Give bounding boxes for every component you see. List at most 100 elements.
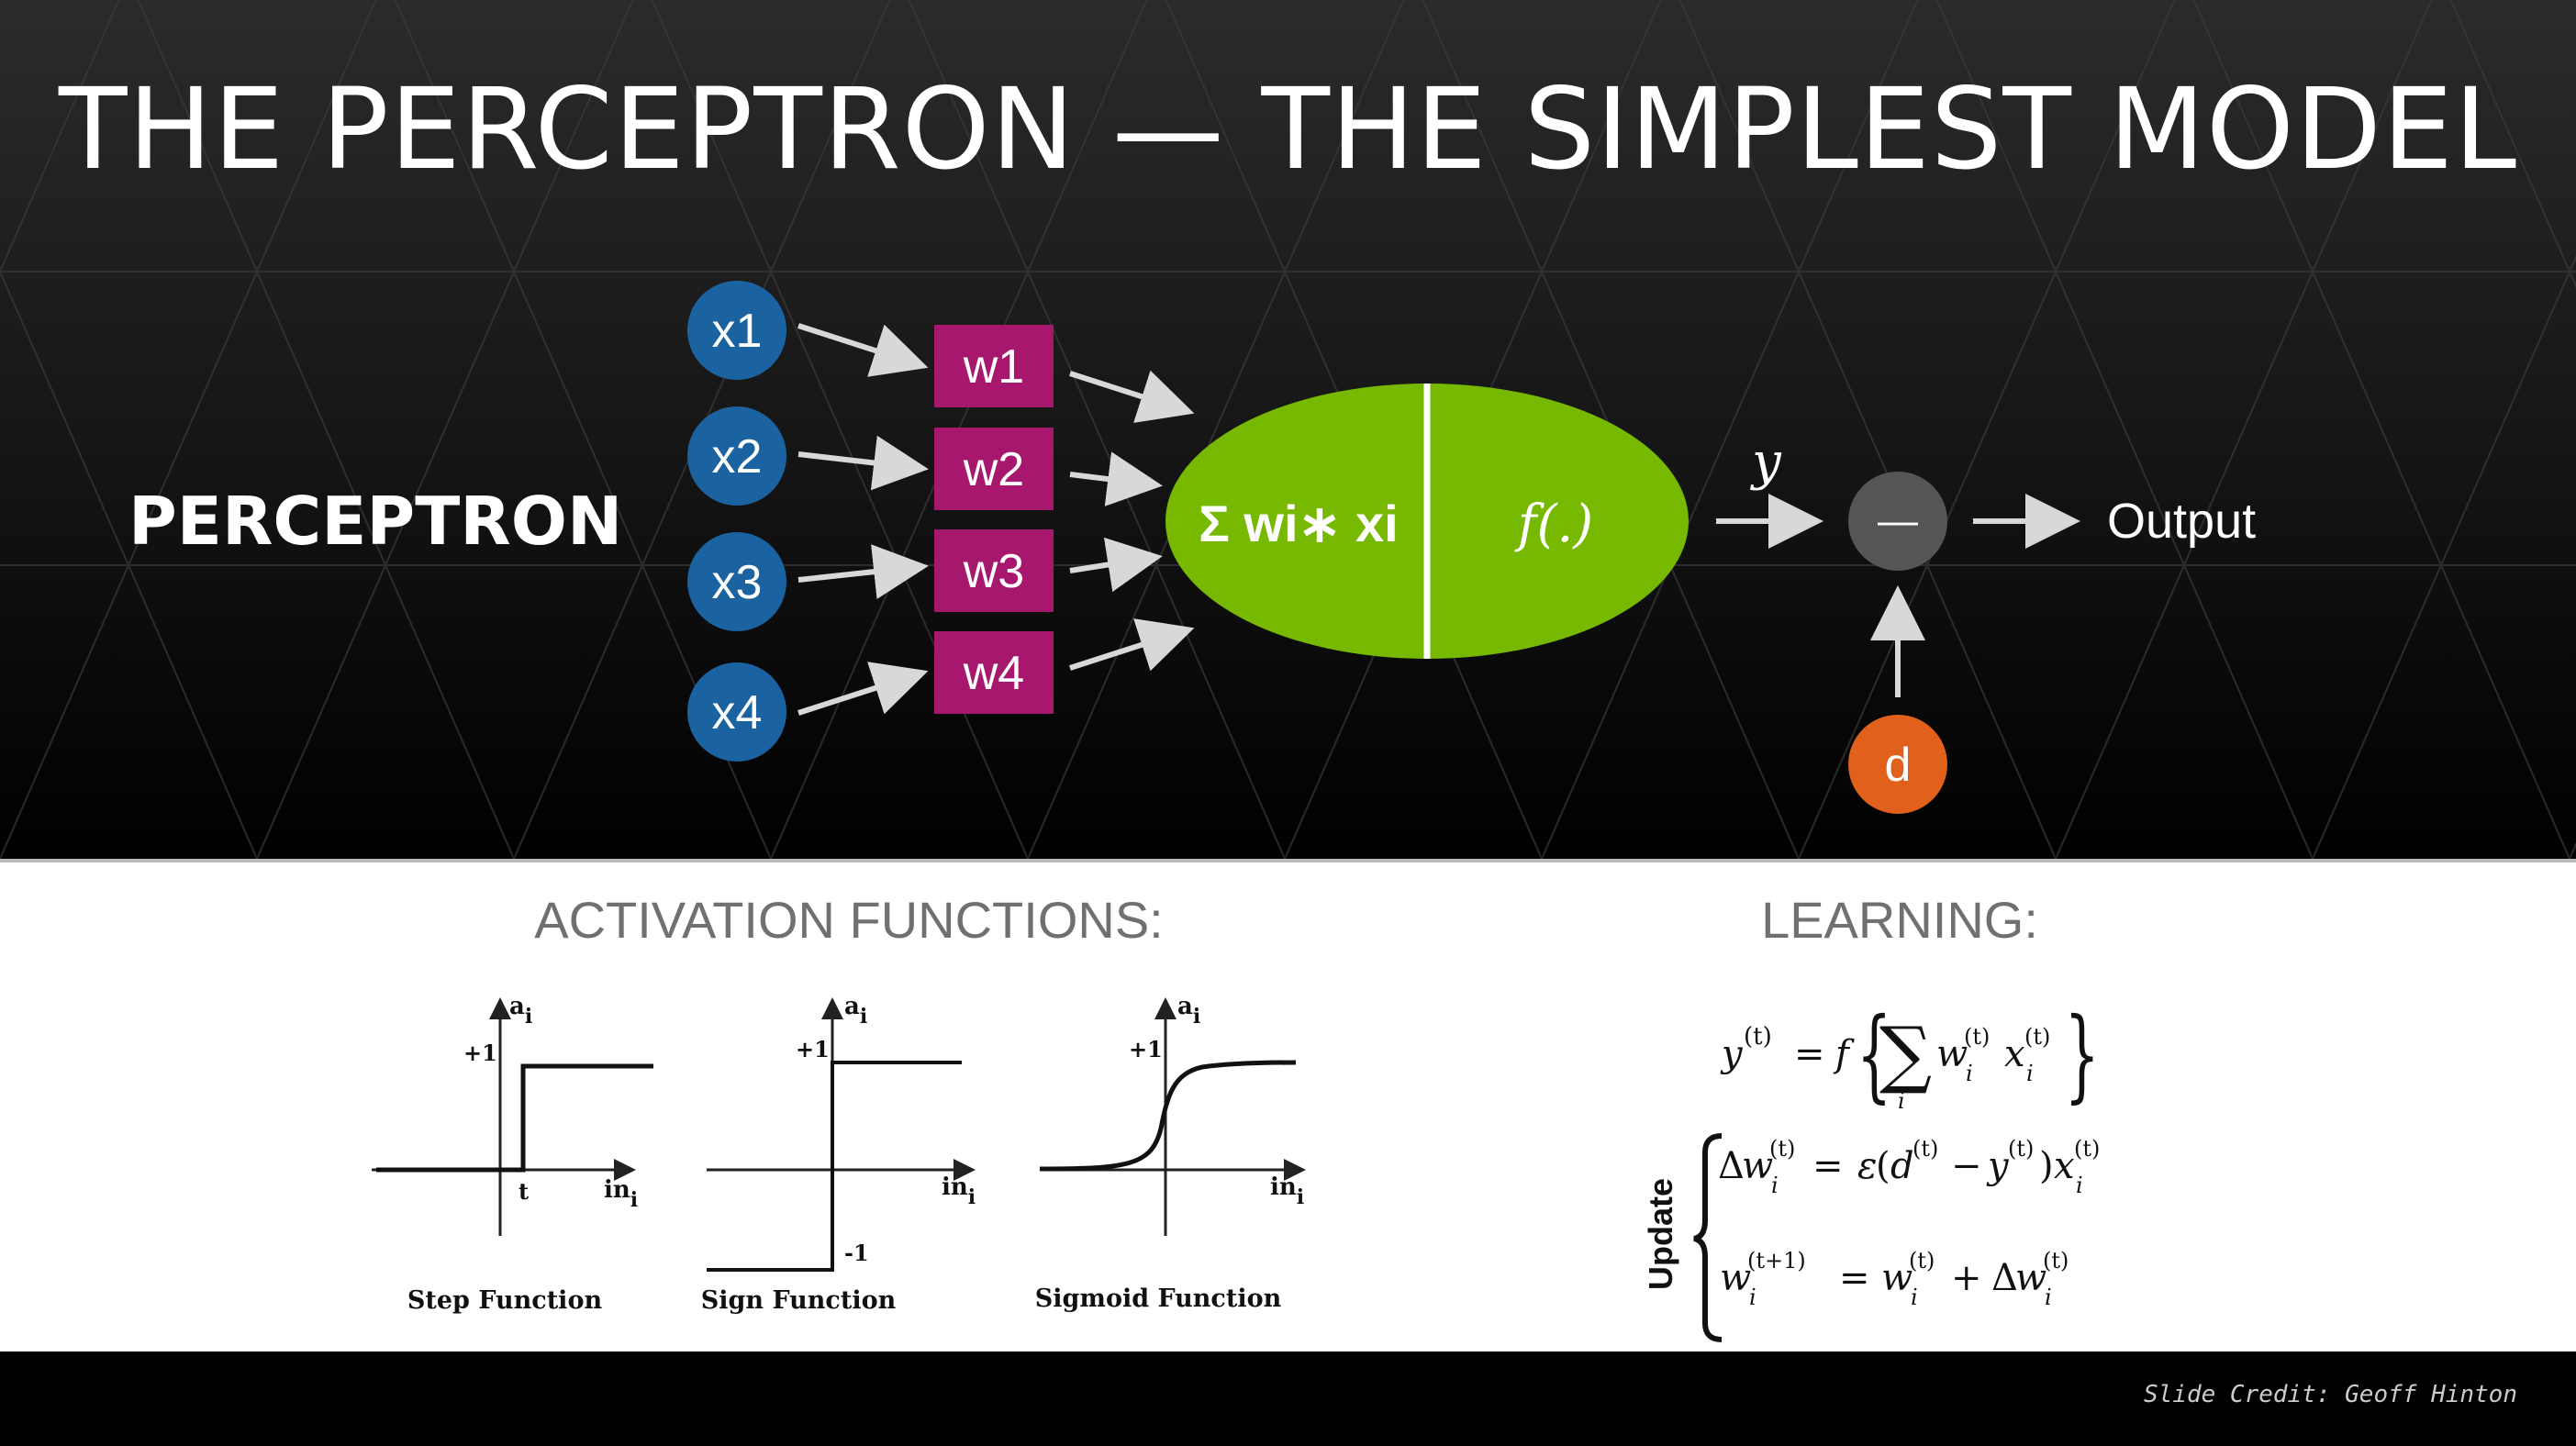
sigmoid-function-plot: ai +1 ini Sigmoid Function [1035,993,1306,1313]
perceptron-label: PERCEPTRON [128,483,623,560]
y-axis-sub: i [1193,1005,1200,1029]
x-axis-sub: i [630,1188,638,1212]
svg-text:(t): (t) [2024,1024,2050,1050]
plus-one-label: +1 [1129,1036,1163,1062]
svg-text:+: + [1951,1257,1982,1299]
svg-text:y: y [1986,1145,2010,1187]
input-label: x4 [712,686,763,740]
svg-text:Δ: Δ [1718,1145,1745,1187]
y-axis-sub: i [525,1005,532,1029]
footer-bar: Slide Credit: Geoff Hinton [0,1351,2576,1446]
svg-text:i: i [1898,1088,1905,1114]
x-axis-label: in [942,1173,968,1201]
svg-text:−: − [1951,1145,1982,1187]
input-node-x3: x3 [687,532,786,631]
svg-text:(t): (t) [2008,1136,2034,1162]
svg-text:i: i [1771,1173,1779,1198]
svg-text:(t): (t) [2074,1136,2100,1162]
weight-box-w3: w3 [934,529,1054,612]
svg-text:ai: ai [509,993,532,1029]
sigmoid-curve [1039,1060,1297,1172]
input-label: x2 [712,430,763,484]
threshold-label: t [519,1178,529,1205]
plus-one-label: +1 [463,1040,497,1066]
svg-text:i: i [2076,1173,2083,1198]
svg-text:=: = [1839,1257,1870,1299]
svg-text:f: f [1833,1033,1855,1075]
svg-text:(t): (t) [1964,1024,1990,1050]
y-axis-label: a [844,993,860,1020]
weight-arrows [1069,370,1195,672]
svg-text:(t+1): (t+1) [1747,1248,1806,1274]
svg-text:ini: ini [604,1176,638,1212]
x-axis-label: in [604,1176,630,1204]
learning-heading: LEARNING: [1761,891,2038,949]
x-axis-sub: i [1297,1185,1304,1209]
weight-box-w2: w2 [934,428,1054,510]
svg-text:i: i [1966,1061,1973,1086]
svg-text:{: { [1857,996,1891,1113]
weight-update-equation: w (t+1) i = w (t) i + Δ w (t) i [1720,1248,2069,1310]
svg-text:i: i [1911,1285,1918,1310]
weight-box-w1: w1 [934,325,1054,407]
update-brace: Update [1642,1133,1723,1342]
learning-equations: y (t) = f { ∑ i w (t) i x (t) i } Update [1642,996,2100,1342]
svg-text:i: i [1749,1285,1756,1310]
slide-credit: Slide Credit: Geoff Hinton [2144,1381,2517,1408]
comparator-label: — [1878,498,1918,543]
svg-text:x: x [2054,1145,2075,1187]
svg-text:ai: ai [844,993,867,1029]
svg-text:}: } [2065,996,2100,1113]
svg-text:(t): (t) [1909,1248,1935,1274]
plus-one-label: +1 [796,1036,830,1062]
svg-text:d: d [1890,1145,1914,1187]
svg-text:ε: ε [1857,1145,1877,1187]
input-arrows [797,323,929,716]
lower-white-panel: ACTIVATION FUNCTIONS: LEARNING: ai +1 t … [0,859,2576,1351]
y-label: y [1749,432,1782,492]
weight-label: w1 [963,340,1024,394]
input-node-x2: x2 [687,406,786,506]
y-axis-label: a [1177,993,1193,1020]
svg-text:=: = [1794,1033,1825,1075]
page-title: THE PERCEPTRON — THE SIMPLEST MODEL [59,64,2517,195]
minus-one-label: -1 [844,1240,869,1266]
svg-text:w: w [2015,1257,2046,1299]
comparator-node: — [1848,472,1947,571]
svg-text:w: w [1742,1145,1773,1187]
step-function-plot: ai +1 t ini Step Function [372,993,653,1315]
neuron-ellipse: Σ wi∗ xi f(.) [1165,384,1689,659]
function-name: Sigmoid Function [1035,1285,1282,1313]
function-name: Step Function [407,1286,603,1315]
weight-label: w4 [963,647,1024,700]
sign-function-plot: ai +1 -1 ini Sign Function [701,993,976,1315]
x-axis-sub: i [968,1185,976,1209]
activation-label: f(.) [1514,495,1593,554]
weight-box-w4: w4 [934,631,1054,714]
svg-text:x: x [2004,1033,2025,1075]
desired-node-d: d [1848,715,1947,814]
svg-text:Δ: Δ [1991,1257,2018,1299]
y-axis-sub: i [860,1005,867,1029]
svg-text:w: w [1936,1033,1968,1075]
output-label: Output [2107,494,2256,549]
svg-text:ini: ini [942,1173,976,1209]
svg-text:(t): (t) [1912,1136,1938,1162]
svg-text:i: i [2045,1285,2052,1310]
x-axis-label: in [1270,1173,1297,1201]
weight-label: w3 [963,545,1024,598]
svg-text:ai: ai [1177,993,1200,1029]
svg-text:): ) [2039,1145,2054,1187]
input-node-x1: x1 [687,281,786,380]
update-label: Update [1642,1178,1679,1290]
weight-label: w2 [963,443,1024,496]
svg-text:w: w [1720,1257,1751,1299]
slide-header-area: THE PERCEPTRON — THE SIMPLEST MODEL PERC… [0,0,2576,859]
svg-text:y: y [1720,1033,1744,1075]
svg-text:ini: ini [1270,1173,1304,1209]
svg-text:(t): (t) [1744,1023,1772,1051]
svg-text:∑: ∑ [1879,1011,1932,1096]
svg-text:w: w [1881,1257,1912,1299]
svg-text:(: ( [1876,1145,1890,1187]
svg-text:i: i [2026,1061,2034,1086]
